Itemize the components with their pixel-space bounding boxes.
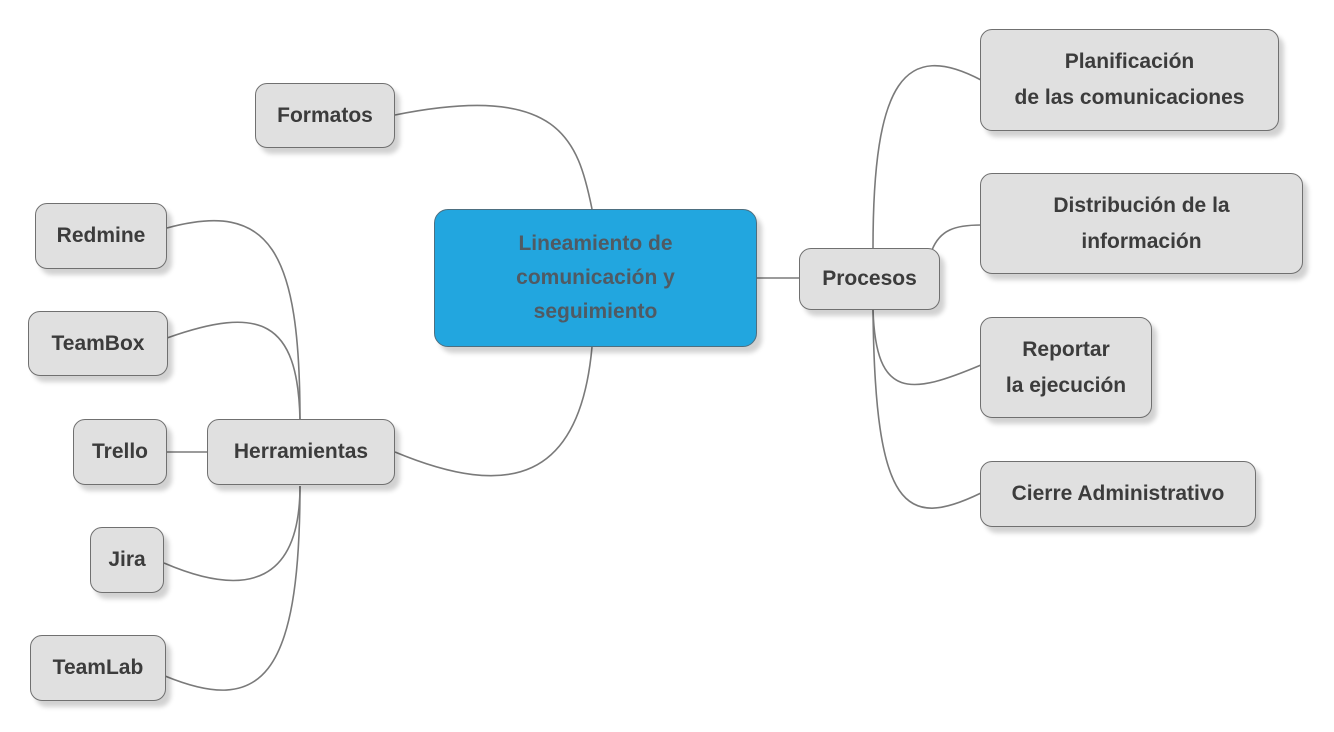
topic-formatos[interactable]: Formatos [255,83,395,148]
subtopic-teambox-label: TeamBox [51,331,145,355]
subtopic-teamlab-label: TeamLab [52,656,144,679]
subtopic-trello[interactable]: Trello [73,419,167,485]
subtopic-teamlab[interactable]: TeamLab [30,635,166,701]
subtopic-teambox[interactable]: TeamBox [28,311,168,376]
subtopic-cierre-label: Cierre Administrativo [1011,482,1225,505]
subtopic-distribucion[interactable]: Distribución de la información [980,173,1303,274]
connector-herramientas-jira [163,485,301,582]
connector-procesos-planificacion [872,64,982,249]
subtopic-planificacion[interactable]: Planificación de las comunicaciones [980,29,1279,131]
subtopic-trello-label: Trello [91,440,149,463]
topic-herramientas[interactable]: Herramientas [207,419,395,485]
subtopic-jira[interactable]: Jira [90,527,164,593]
subtopic-distribucion-label: Distribución de la información [1053,193,1230,253]
subtopic-planificacion-label: Planificación de las comunicaciones [1014,50,1245,109]
subtopic-reportar[interactable]: Reportar la ejecución [980,317,1152,418]
connector-herramientas-redmine [166,219,301,421]
topic-herramientas-label: Herramientas [233,440,369,463]
connector-central-herramientas [394,346,593,477]
subtopic-reportar-label: Reportar la ejecución [1005,337,1127,397]
connector-herramientas-teamlab [164,485,301,691]
central-topic-label: Lineamiento de comunicación y seguimient… [516,232,675,323]
subtopic-redmine-label: Redmine [56,224,146,247]
connector-procesos-distribucion [931,224,982,251]
topic-formatos-label: Formatos [277,103,373,127]
topic-procesos[interactable]: Procesos [799,248,940,310]
subtopic-cierre[interactable]: Cierre Administrativo [980,461,1256,527]
subtopic-jira-label: Jira [108,548,146,571]
connector-procesos-cierre [872,309,982,509]
subtopic-redmine[interactable]: Redmine [35,203,167,269]
connector-herramientas-teambox [166,321,301,421]
connector-procesos-reportar [872,309,982,386]
central-topic[interactable]: Lineamiento de comunicación y seguimient… [434,209,757,347]
connector-central-formatos [394,104,593,210]
topic-procesos-label: Procesos [822,267,917,290]
